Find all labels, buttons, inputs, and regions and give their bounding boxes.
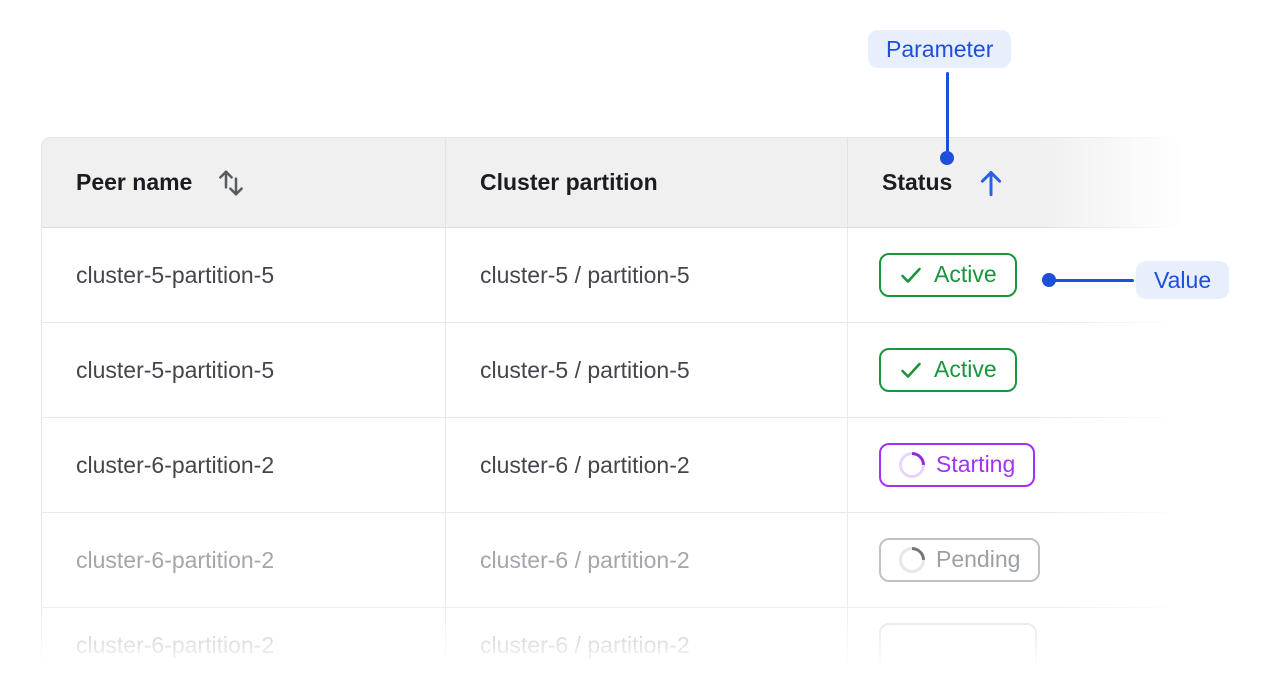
status-badge-active: Active <box>879 253 1017 297</box>
cell-cluster-partition: cluster-5 / partition-5 <box>446 323 848 417</box>
check-icon <box>901 362 921 378</box>
cell-peer-name: cluster-6-partition-2 <box>42 418 446 512</box>
check-icon <box>901 267 921 283</box>
cell-peer-name: cluster-5-partition-5 <box>42 323 446 417</box>
cell-status: Starting <box>848 418 1272 512</box>
table-row[interactable]: cluster-5-partition-5 cluster-5 / partit… <box>42 323 1272 418</box>
column-label-cluster-partition: Cluster partition <box>480 169 658 195</box>
value-callout-label: Value <box>1154 266 1212 293</box>
status-label: Active <box>934 261 997 288</box>
value-connector-line <box>1052 279 1134 282</box>
column-header-status[interactable]: Status <box>848 138 1272 227</box>
cell-status <box>848 608 1272 683</box>
peers-table: Peer name Cluster partition Status clust… <box>41 137 1272 683</box>
cell-cluster-partition: cluster-6 / partition-2 <box>446 513 848 607</box>
status-badge-active: Active <box>879 348 1017 392</box>
cell-peer-name: cluster-6-partition-2 <box>42 513 446 607</box>
table-row[interactable]: cluster-6-partition-2 cluster-6 / partit… <box>42 608 1272 683</box>
table-header-row: Peer name Cluster partition Status <box>42 137 1272 228</box>
cell-peer-name: cluster-5-partition-5 <box>42 228 446 322</box>
table-row[interactable]: cluster-6-partition-2 cluster-6 / partit… <box>42 418 1272 513</box>
sort-both-icon <box>219 170 244 195</box>
sort-ascending-icon <box>981 170 1002 196</box>
status-label: Starting <box>936 451 1016 478</box>
status-badge-ghost <box>879 622 1037 669</box>
parameter-callout-label: Parameter <box>886 35 994 62</box>
spinner-icon <box>893 541 931 579</box>
column-header-cluster-partition[interactable]: Cluster partition <box>446 138 848 227</box>
table-row[interactable]: cluster-6-partition-2 cluster-6 / partit… <box>42 513 1272 608</box>
parameter-connector-line <box>946 72 949 152</box>
cell-cluster-partition: cluster-5 / partition-5 <box>446 228 848 322</box>
column-label-status: Status <box>882 169 953 195</box>
status-badge-pending: Pending <box>879 538 1041 582</box>
spinner-icon <box>893 446 931 484</box>
table-row[interactable]: cluster-5-partition-5 cluster-5 / partit… <box>42 228 1272 323</box>
cell-cluster-partition: cluster-6 / partition-2 <box>446 418 848 512</box>
cell-cluster-partition: cluster-6 / partition-2 <box>446 608 848 683</box>
cell-status: Active <box>848 228 1272 322</box>
status-label: Active <box>934 356 997 383</box>
status-label: Pending <box>936 546 1021 573</box>
cell-peer-name: cluster-6-partition-2 <box>42 608 446 683</box>
parameter-callout-pill: Parameter <box>868 30 1012 68</box>
column-label-peer-name: Peer name <box>76 169 193 195</box>
cell-status: Pending <box>848 513 1272 607</box>
cell-status: Active <box>848 323 1272 417</box>
status-badge-starting: Starting <box>879 443 1036 487</box>
parameter-connector-dot <box>940 151 954 165</box>
column-header-peer-name[interactable]: Peer name <box>42 138 446 227</box>
value-callout-pill: Value <box>1136 261 1230 299</box>
